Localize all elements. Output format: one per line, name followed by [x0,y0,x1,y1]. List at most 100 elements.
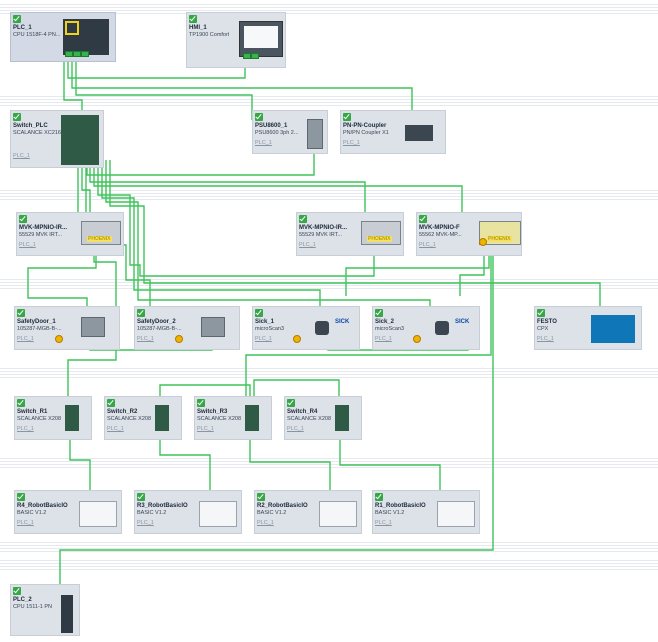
device-name: FESTO [537,319,557,325]
wire [109,160,601,318]
status-check-icon [13,587,21,595]
device-r2-robotbasicio[interactable]: R2_RobotBasicIO BASIC V1.2 PLC_1 [254,490,362,534]
port-icon[interactable] [73,51,81,57]
device-switch-r2[interactable]: Switch_R2 SCALANCE X208 PLC_1 [104,396,182,440]
device-type: CPU 1518F-4 PN... [13,32,61,38]
network-link[interactable]: PLC_1 [137,520,154,526]
network-link[interactable]: PLC_1 [17,336,34,342]
device-switch-plc[interactable]: Switch_PLC SCALANCE XC216 PLC_1 [10,110,104,168]
sick-logo: SICK [335,319,350,325]
port-icon[interactable] [251,53,259,59]
network-link[interactable]: PLC_1 [287,426,304,432]
network-link[interactable]: PLC_1 [257,520,274,526]
network-link[interactable]: PLC_1 [419,242,436,248]
status-check-icon [375,493,383,501]
device-switch-r4[interactable]: Switch_R4 SCALANCE X208 PLC_1 [284,396,362,440]
status-check-icon [375,309,383,317]
device-type: BASIC V1.2 [137,510,167,516]
device-type: 55529 MVK IRT... [19,232,63,238]
device-mvk-mpnio-ir-2[interactable]: MVK-MPNIO-IR... 55529 MVK IRT... PLC_1 P… [296,212,404,256]
port-icon[interactable] [243,53,251,59]
grid-band [0,560,658,572]
device-type: SCALANCE X208 [17,416,62,422]
network-link[interactable]: PLC_1 [299,242,316,248]
network-link[interactable]: PLC_1 [17,426,34,432]
wire [67,50,246,79]
status-check-icon [343,113,351,121]
device-name: Switch_R3 [197,409,228,415]
device-type: 105287-MGB-B-... [137,326,182,332]
status-check-icon [255,113,263,121]
grid-band [0,4,658,16]
device-type: 55529 MVK IRT... [299,232,343,238]
wire [93,160,463,228]
device-name: MVK-MPNIO-IR... [19,225,67,231]
network-link[interactable]: PLC_1 [107,426,124,432]
laser-scanner-icon [435,321,449,335]
status-check-icon [137,309,145,317]
network-link[interactable]: PLC_1 [13,153,30,159]
device-switch-r1[interactable]: Switch_R1 SCALANCE X208 PLC_1 [14,396,92,440]
device-mvk-mpnio-ir-1[interactable]: MVK-MPNIO-IR... 55529 MVK IRT... PLC_1 P… [16,212,124,256]
robot-icon [437,501,475,527]
status-check-icon [257,493,265,501]
device-r3-robotbasicio[interactable]: R3_RobotBasicIO BASIC V1.2 PLC_1 [134,490,242,534]
coupler-icon [405,125,433,141]
device-type: 105287-MGB-B-... [17,326,62,332]
network-link[interactable]: PLC_1 [343,140,360,146]
network-link[interactable]: PLC_1 [17,520,34,526]
device-name: PSU8600_1 [255,123,288,129]
device-name: R2_RobotBasicIO [257,503,308,509]
status-check-icon [13,113,21,121]
safety-indicator-icon [55,335,63,343]
device-type: SCALANCE X208 [287,416,332,422]
switch-module-icon [335,405,349,431]
wire [345,246,490,296]
status-check-icon [255,309,263,317]
wire [459,246,485,296]
network-link[interactable]: PLC_1 [375,336,392,342]
network-link[interactable]: PLC_1 [537,336,554,342]
network-link[interactable]: PLC_1 [137,336,154,342]
network-link[interactable]: PLC_1 [255,140,272,146]
port-icon[interactable] [65,51,73,57]
device-r4-robotbasicio[interactable]: R4_RobotBasicIO BASIC V1.2 PLC_1 [14,490,122,534]
port-icon[interactable] [81,51,89,57]
device-safetydoor-2[interactable]: SafetyDoor_2 105287-MGB-B-... PLC_1 [134,306,240,350]
device-pn-pn-coupler[interactable]: PN-PN-Coupler PN/PN Coupler X1 PLC_1 [340,110,446,154]
device-switch-r3[interactable]: Switch_R3 SCALANCE X208 PLC_1 [194,396,272,440]
device-sick-2[interactable]: Sick_2 microScan3 PLC_1 SICK [372,306,480,350]
grid-band [0,190,658,202]
device-type: TP1900 Comfort [189,32,230,38]
network-link[interactable]: PLC_1 [375,520,392,526]
wire [253,379,340,408]
network-link[interactable]: PLC_1 [197,426,214,432]
device-type: SCALANCE XC216 [13,130,61,136]
status-check-icon [17,493,25,501]
status-check-icon [17,399,25,407]
device-type: PN/PN Coupler X1 [343,130,389,136]
device-psu8600-1[interactable]: PSU8600_1 PSU8600 3ph 2... PLC_1 [252,110,328,154]
device-name: Switch_R2 [107,409,138,415]
device-plc-1[interactable]: PLC_1 CPU 1518F-4 PN... [10,12,116,62]
device-sick-1[interactable]: Sick_1 microScan3 PLC_1 SICK [252,306,360,350]
cpu-module-icon [63,19,109,55]
device-type: 55562 MVK-MP... [419,232,462,238]
phoenix-logo: PHOENIX [367,236,392,242]
device-festo[interactable]: FESTO CPX PLC_1 [534,306,642,350]
switch-module-icon [61,115,99,165]
device-safetydoor-1[interactable]: SafetyDoor_1 105287-MGB-B-... PLC_1 [14,306,120,350]
device-name: R1_RobotBasicIO [375,503,426,509]
device-hmi-1[interactable]: HMI_1 TP1900 Comfort [186,12,286,68]
device-name: Switch_R4 [287,409,318,415]
switch-module-icon [65,405,79,431]
device-plc-2[interactable]: PLC_2 CPU 1511-1 PN [10,584,80,636]
phoenix-logo: PHOENIX [87,236,112,242]
device-r1-robotbasicio[interactable]: R1_RobotBasicIO BASIC V1.2 PLC_1 [372,490,480,534]
device-mvk-mpnio-f[interactable]: MVK-MPNIO-F 55562 MVK-MP... PLC_1 PHOENI… [416,212,522,256]
network-link[interactable]: PLC_1 [19,242,36,248]
wire [71,50,413,122]
network-link[interactable]: PLC_1 [255,336,272,342]
status-check-icon [19,215,27,223]
